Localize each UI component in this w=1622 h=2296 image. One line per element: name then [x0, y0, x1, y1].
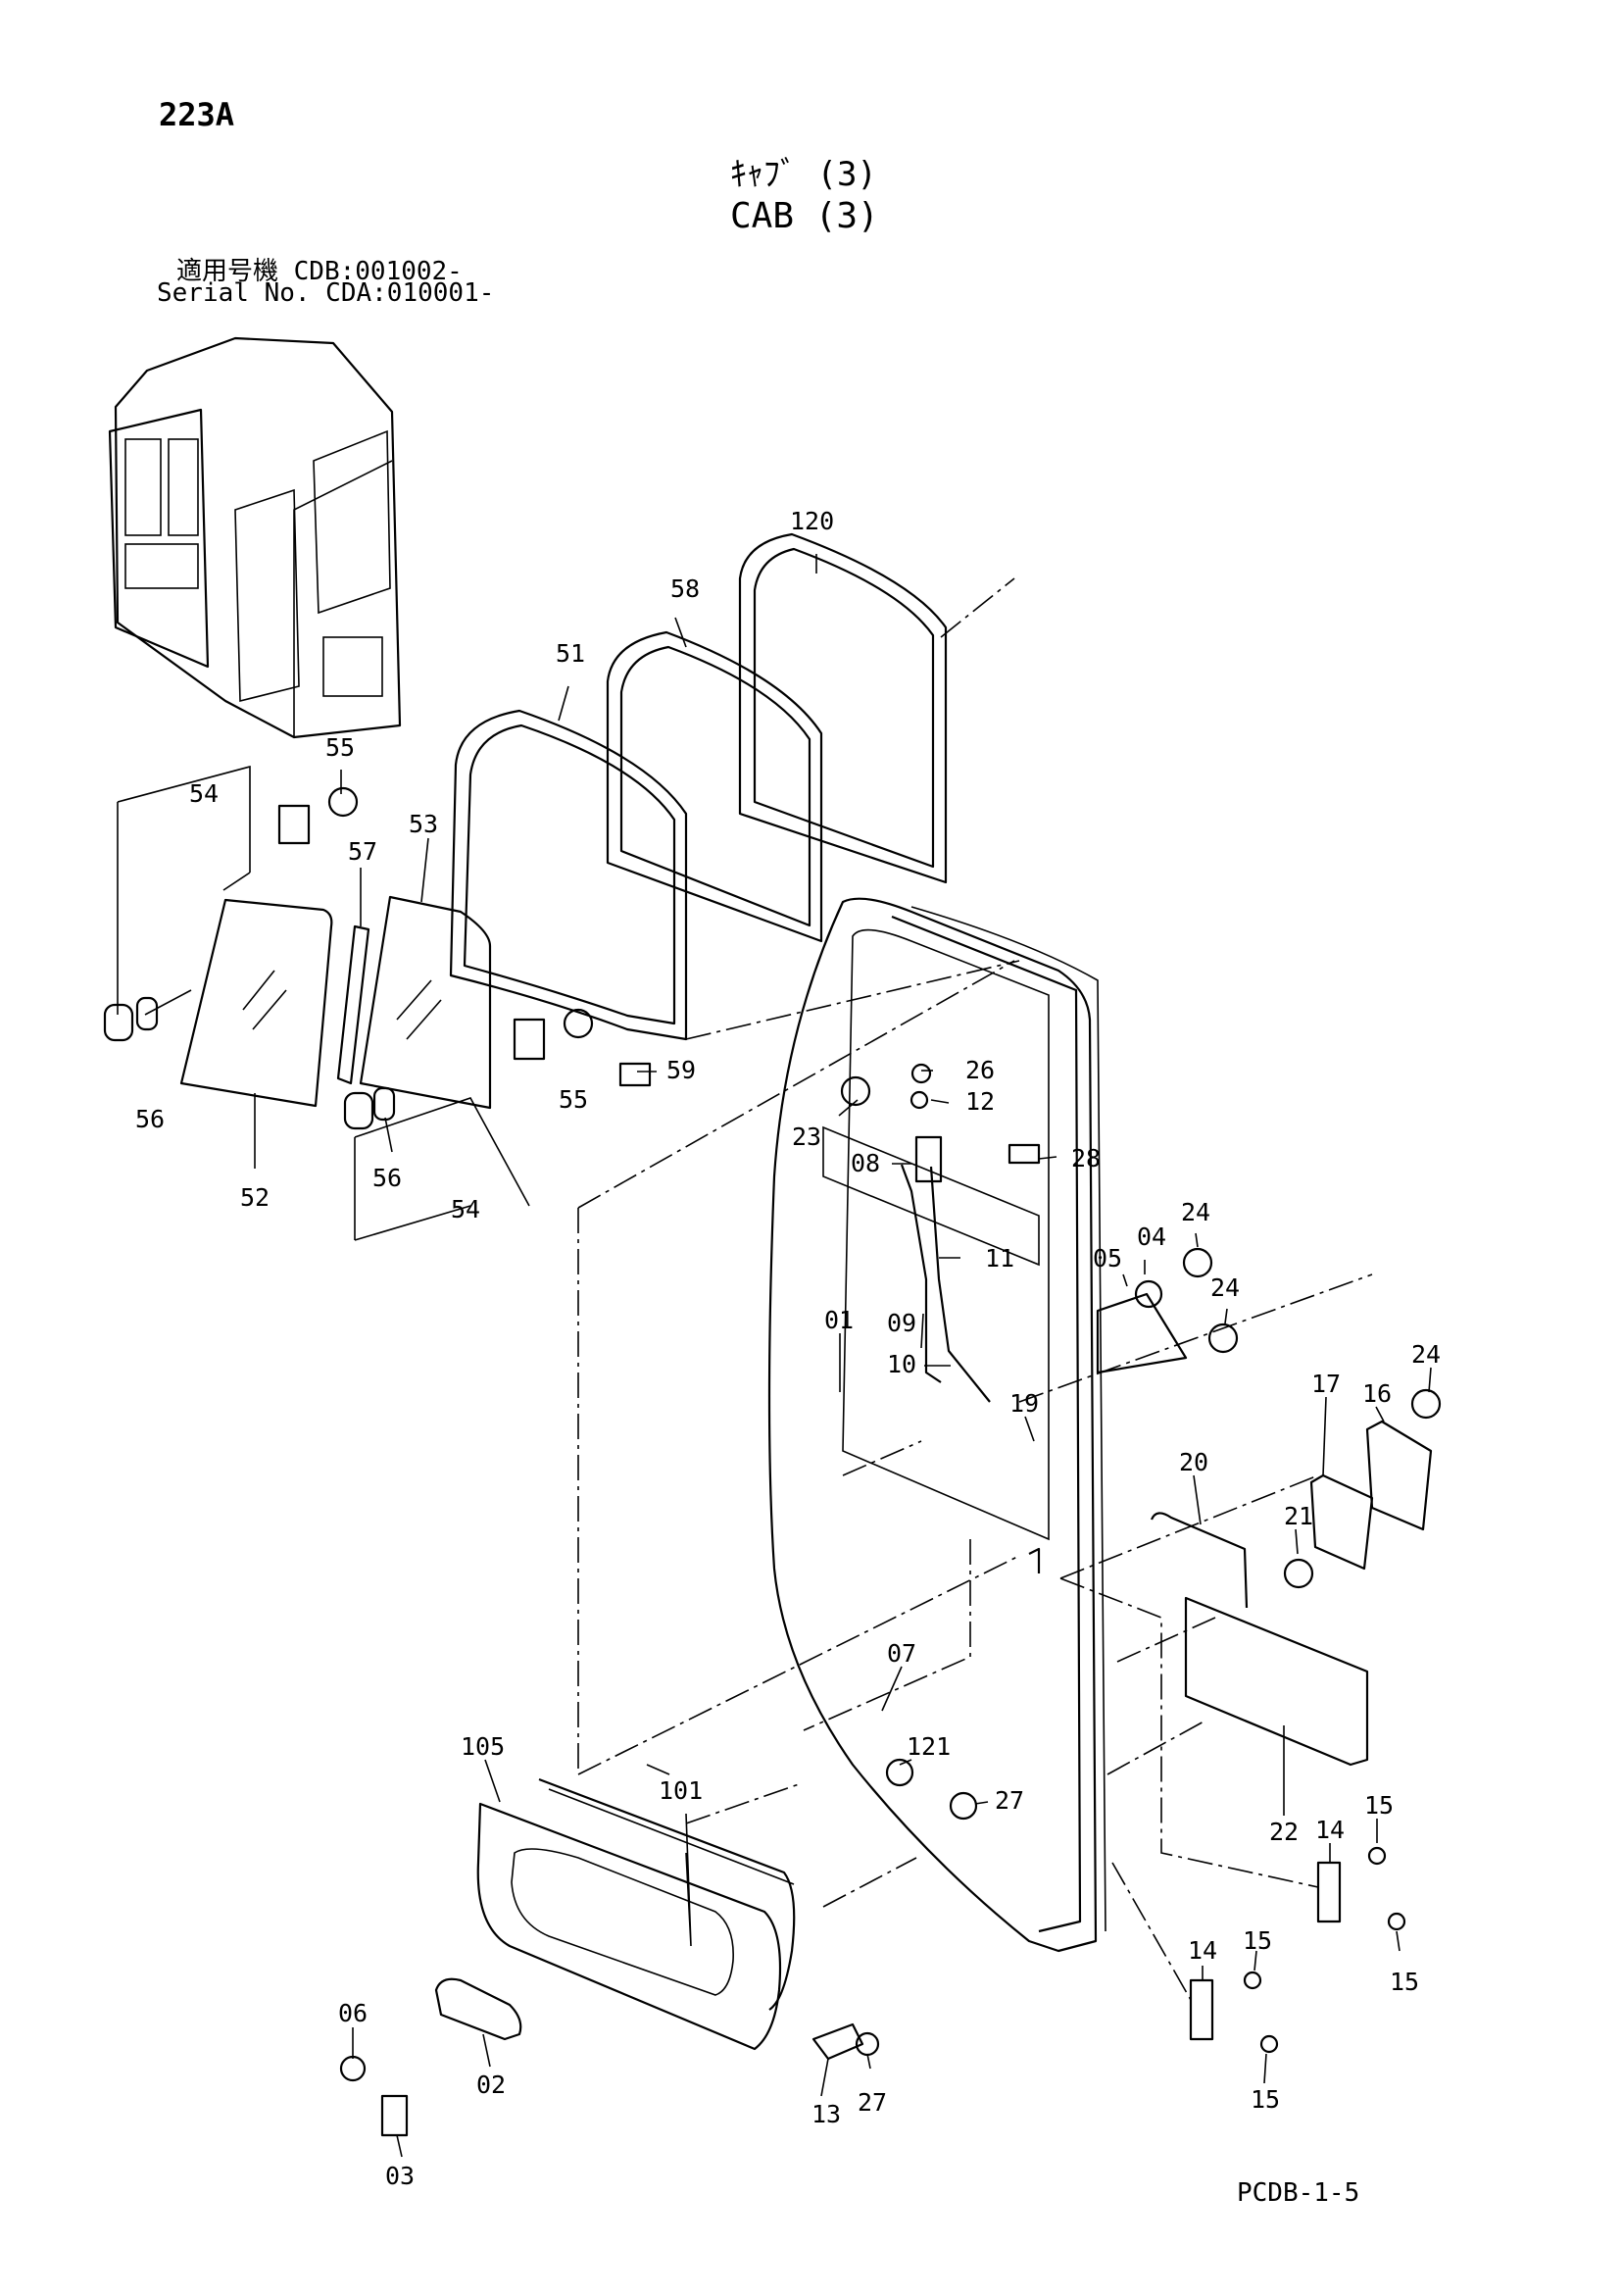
title-japanese: ｷｬﾌﾞ (3)	[730, 155, 877, 194]
hinges-and-fasteners	[840, 1063, 1442, 2054]
callout-09: 09	[887, 1309, 916, 1337]
callout-21: 21	[1284, 1502, 1313, 1530]
callout-101: 101	[659, 1776, 703, 1805]
callout-leader-lines	[117, 554, 1432, 2158]
latch-hardware	[103, 786, 652, 1130]
callout-121: 121	[907, 1732, 951, 1761]
callout-14: 14	[1188, 1936, 1217, 1965]
callout-20: 20	[1179, 1448, 1208, 1476]
alignment-lines	[577, 577, 1373, 2001]
callout-55: 55	[559, 1085, 588, 1114]
callout-56: 56	[135, 1105, 165, 1133]
callout-15: 15	[1251, 2085, 1280, 2114]
callout-05: 05	[1093, 1244, 1122, 1273]
callout-51: 51	[556, 639, 585, 668]
callout-27: 27	[858, 2088, 887, 2117]
callout-06: 06	[338, 1999, 368, 2027]
sliding-glass-panels	[179, 895, 492, 1110]
callout-10: 10	[887, 1350, 916, 1378]
page-code: 223A	[159, 96, 235, 133]
callout-17: 17	[1311, 1370, 1341, 1398]
callout-15: 15	[1243, 1926, 1272, 1955]
callout-labels: 120 58 51 55 54 57 53 56 52 59 55 56 54 …	[135, 507, 1441, 2190]
callout-14: 14	[1315, 1816, 1345, 1844]
page-reference: PCDB-1-5	[1237, 2178, 1360, 2208]
callout-55: 55	[325, 733, 355, 762]
callout-58: 58	[670, 574, 700, 603]
callout-13: 13	[811, 2100, 841, 2128]
callout-12: 12	[965, 1087, 995, 1116]
callout-120: 120	[790, 507, 834, 535]
callout-15: 15	[1364, 1791, 1394, 1820]
cab-overview-illustration	[108, 336, 402, 739]
callout-08: 08	[851, 1149, 880, 1177]
door-trim-panels	[1028, 1420, 1433, 1767]
callout-52: 52	[240, 1183, 270, 1212]
callout-53: 53	[409, 810, 438, 838]
callout-22: 22	[1269, 1818, 1299, 1846]
callout-56: 56	[372, 1164, 402, 1192]
door-assembly	[767, 897, 1106, 1953]
callout-07: 07	[887, 1639, 916, 1668]
callout-15: 15	[1390, 1968, 1419, 1996]
callout-24: 24	[1181, 1198, 1210, 1226]
serial-number-english: Serial No. CDA:010001-	[157, 278, 495, 308]
callout-26: 26	[965, 1056, 995, 1084]
callout-02: 02	[476, 2071, 506, 2099]
lower-window-panels	[476, 1777, 796, 2051]
callout-105: 105	[461, 1732, 505, 1761]
callout-01: 01	[824, 1306, 854, 1334]
callout-19: 19	[1009, 1389, 1039, 1418]
callout-57: 57	[348, 837, 377, 866]
callout-11: 11	[985, 1244, 1014, 1273]
callout-16: 16	[1362, 1379, 1392, 1408]
window-seal-frames	[449, 532, 948, 1041]
callout-54: 54	[451, 1195, 480, 1223]
callout-03: 03	[385, 2162, 415, 2190]
callout-24: 24	[1210, 1273, 1240, 1302]
callout-04: 04	[1137, 1223, 1166, 1251]
callout-28: 28	[1071, 1144, 1101, 1173]
handle-hardware	[339, 1977, 880, 2137]
callout-24: 24	[1411, 1340, 1441, 1369]
serial-number-japanese: 適用号機 CDB:001002-	[176, 257, 463, 286]
callout-23: 23	[792, 1123, 821, 1151]
callout-59: 59	[666, 1056, 696, 1084]
title-english: CAB (3)	[730, 196, 879, 236]
callout-54: 54	[189, 779, 219, 808]
callout-27: 27	[995, 1786, 1024, 1815]
